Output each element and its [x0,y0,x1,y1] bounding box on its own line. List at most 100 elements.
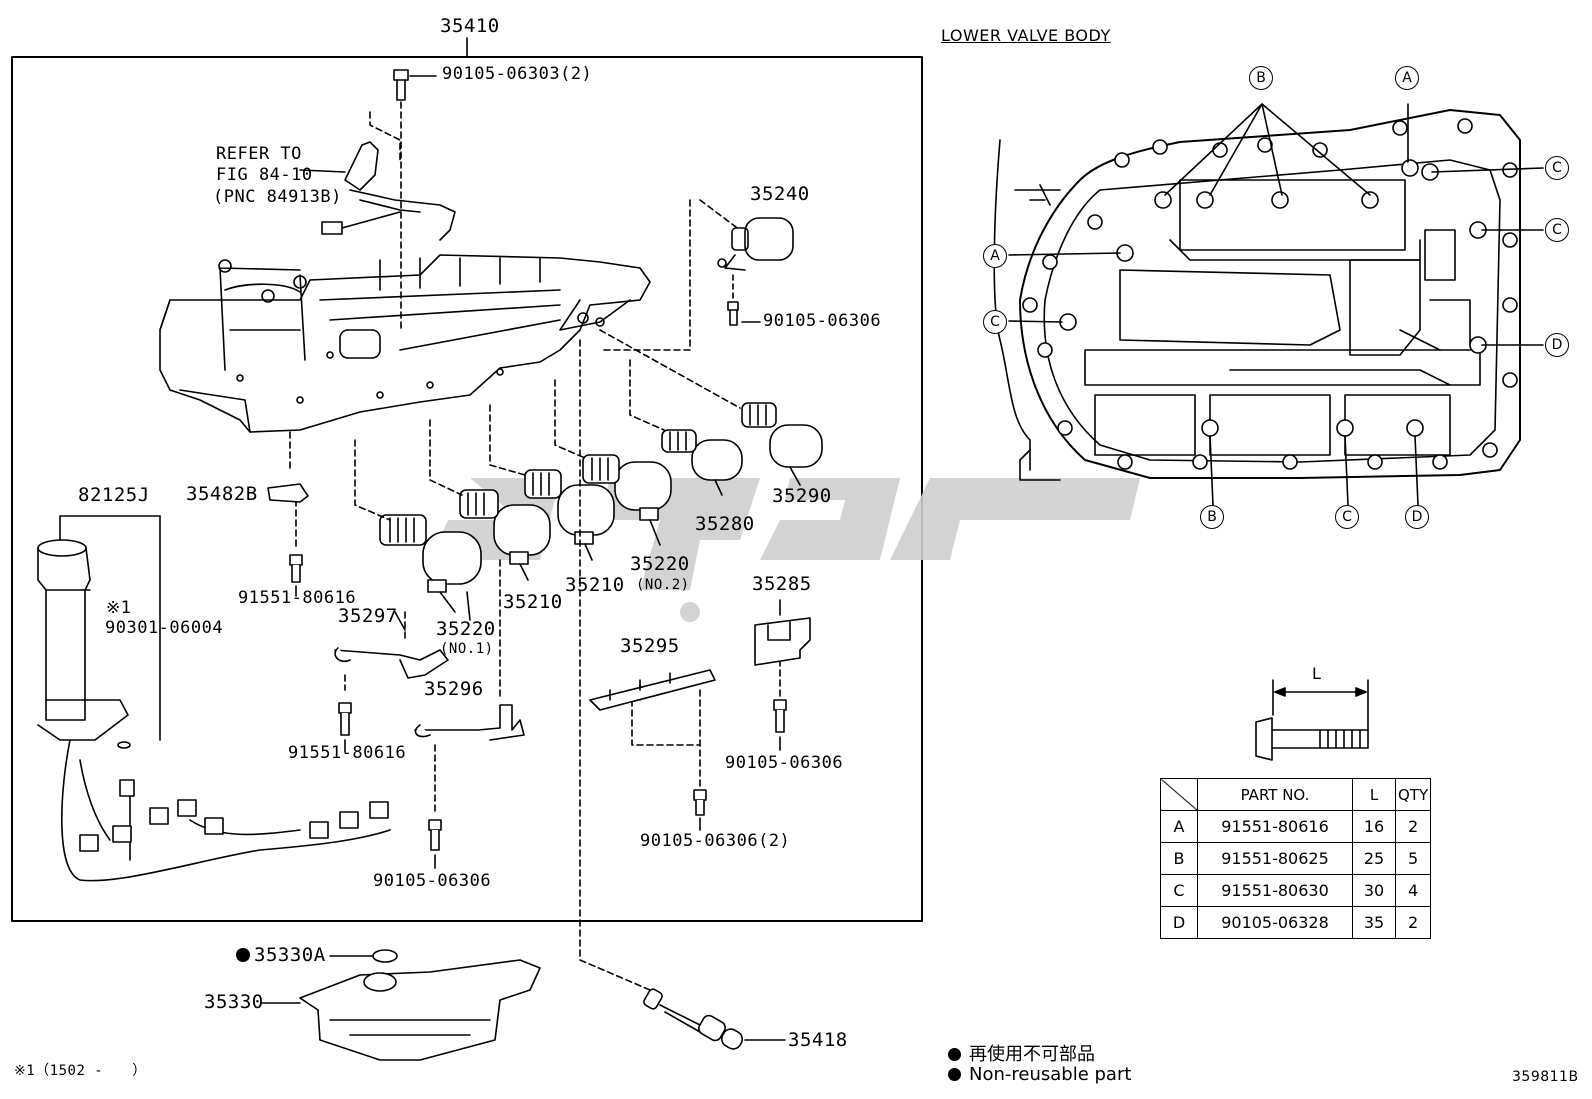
marker-leaders [1008,103,1544,506]
table-row: A 91551-80616 16 2 [1160,810,1432,843]
row-part-no[interactable]: 91551-80630 [1197,874,1353,907]
figure-id: 359811B [1512,1069,1579,1085]
marker-a-top: A [1395,66,1419,90]
table-header-row: PART NO. L QTY [1160,778,1432,811]
row-id: C [1160,874,1198,907]
header-length: L [1352,778,1396,811]
table-row: B 91551-80625 25 5 [1160,842,1432,875]
marker-c-right-1: C [1545,156,1569,180]
row-part-no[interactable]: 90105-06328 [1197,906,1353,939]
solenoid-35220-no2-drawing [582,454,672,546]
part-number-35295[interactable]: 35295 [620,635,680,657]
table-corner-cell [1160,778,1198,811]
marker-a-left: A [983,244,1007,268]
row-id: B [1160,842,1198,875]
non-reusable-dot-icon [948,1048,961,1061]
row-part-no[interactable]: 91551-80625 [1197,842,1353,875]
label-no1: (NO.1) [440,641,494,657]
bolt-parts-table: PART NO. L QTY A 91551-80616 16 2 B 9155… [1160,778,1432,939]
lower-valve-body-drawing [993,109,1521,481]
bracket-drawings [267,483,811,741]
part-number-35285[interactable]: 35285 [752,573,812,595]
note-mark: ※1 [106,598,132,618]
marker-c-left: C [983,310,1007,334]
part-number-35280[interactable]: 35280 [695,513,755,535]
solenoid-35220-no1-drawing [379,514,482,613]
leader-lines [261,494,786,1041]
part-number-35330[interactable]: 35330 [204,991,264,1013]
bolt-part-number-35295[interactable]: 90105-06306(2) [640,831,791,851]
part-number-35220-no1[interactable]: 35220 [436,618,496,640]
row-qty: 4 [1394,874,1432,907]
part-number-90301[interactable]: 90301-06004 [105,618,224,638]
bolt-part-number-35285[interactable]: 90105-06306 [725,753,844,773]
marker-b-bottom: B [1200,505,1224,529]
row-id: A [1160,810,1198,843]
refer-note-line2[interactable]: FIG 84-10 [216,165,313,185]
part-number-35220-no2[interactable]: 35220 [630,553,690,575]
table-row: C 91551-80630 30 4 [1160,874,1432,907]
lower-valve-body-title: LOWER VALVE BODY [941,26,1111,45]
legend-en-text: Non-reusable part [969,1064,1132,1085]
part-number-35290[interactable]: 35290 [772,485,832,507]
part-number-35410[interactable]: 35410 [440,15,500,37]
row-qty: 2 [1394,810,1432,843]
legend-jp-text: 再使用不可部品 [969,1044,1095,1065]
row-qty: 2 [1394,906,1432,939]
non-reusable-dot-icon [948,1068,961,1081]
marker-b-top: B [1249,66,1273,90]
legend-japanese: 再使用不可部品 [948,1040,1095,1066]
wire-harness-drawing [37,515,391,882]
solenoid-35210-b-drawing [524,469,615,561]
bolt-part-number-35240[interactable]: 90105-06306 [763,311,882,331]
refer-note-line3: (PNC 84913B) [213,187,342,207]
marker-c-right-2: C [1545,218,1569,242]
bolt-holes [1022,118,1518,470]
part-number-35482b[interactable]: 35482B [186,483,258,505]
part-number-35330a[interactable]: 35330A [236,946,326,965]
part-number-35297[interactable]: 35297 [338,605,398,627]
top-bolt-drawing [299,69,456,331]
oil-strainer-drawing [299,949,541,1061]
part-number-35296[interactable]: 35296 [424,678,484,700]
assembly-lines [289,329,781,991]
bolt-part-number-35482b[interactable]: 91551-80616 [238,588,357,608]
marker-c-bottom: C [1335,505,1359,529]
bolt-part-number-top[interactable]: 90105-06303(2) [442,64,593,84]
solenoid-35210-a-drawing [459,489,551,581]
header-qty: QTY [1394,778,1432,811]
header-part-no: PART NO. [1197,778,1353,811]
row-length: 25 [1352,842,1396,875]
part-number-82125j[interactable]: 82125J [78,484,150,506]
bolt-part-number-35296[interactable]: 90105-06306 [373,871,492,891]
row-id: D [1160,906,1198,939]
part-number-35210-b[interactable]: 35210 [565,574,625,596]
part-number-35240[interactable]: 35240 [750,183,810,205]
part-number-35418[interactable]: 35418 [788,1029,848,1051]
bolt-length-label: L [1312,664,1322,683]
small-bolts [289,554,787,851]
valve-body-drawing [159,254,651,433]
label-no2: (NO.2) [636,577,690,593]
row-length: 16 [1352,810,1396,843]
row-length: 35 [1352,906,1396,939]
legend-english: Non-reusable part [948,1064,1131,1085]
marker-d-right: D [1545,333,1569,357]
accumulator-shaft-drawing [643,988,744,1050]
part-number-35210-a[interactable]: 35210 [503,591,563,613]
refer-note-line1: REFER TO [216,144,302,164]
row-part-no[interactable]: 91551-80616 [1197,810,1353,843]
table-row: D 90105-06328 35 2 [1160,906,1432,939]
bolt-dimension-drawing [1255,679,1369,761]
row-length: 30 [1352,874,1396,907]
solenoid-35280-drawing [661,429,743,496]
solenoid-35290-drawing [741,402,823,486]
solenoid-35240-drawing [599,199,794,351]
marker-d-bottom: D [1405,505,1429,529]
bolt-part-number-35297[interactable]: 91551-80616 [288,743,407,763]
footnote: ※1（1502 - ） [14,1063,147,1079]
row-qty: 5 [1394,842,1432,875]
solenoids-drawing [379,402,823,613]
